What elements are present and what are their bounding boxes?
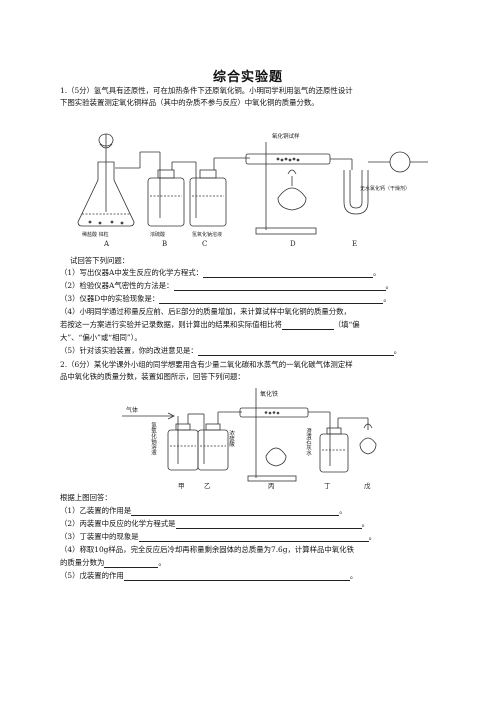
q2-question-5: （5）戊装置的作用 。: [60, 571, 357, 581]
label-B: B: [162, 240, 167, 248]
q1-answer-blank-4[interactable]: [281, 321, 334, 330]
q2-apparatus-diagram: 气体 氧化铁 氢氧化钠溶液 浓硫酸 澄清石灰水 甲 乙 丙 丁 戊: [122, 388, 377, 490]
q1-question-2: （2）检验仪器A气密性的方法是： 。: [60, 281, 393, 291]
q2-answer-blank-5[interactable]: [123, 572, 350, 581]
q1-question-1-text: （1）写出仪器A中发生反应的化学方程式：: [60, 268, 204, 277]
label-sample: 氧化铜试样: [272, 132, 300, 140]
label-A: A: [103, 240, 110, 248]
q1-question-5-text: （5）针对该实验装置，你的改进意见是：: [60, 346, 198, 355]
q1-apparatus-diagram: 氧化铜试样 稀盐酸 锌粒 浓硫酸 氢氧化钠溶液 无水氯化钙（干燥剂） A B C…: [77, 132, 428, 248]
q2-question-4-end: 。: [158, 558, 166, 567]
q1-question-5-end: 。: [393, 346, 402, 355]
q1-question-3: （3）仪器D中的实验现象是： 。: [60, 294, 391, 304]
q1-intro-line-1: 1.（5分）氢气具有还原性，可在加热条件下还原氧化铜。小明同学利用氢气的还原性设…: [60, 86, 353, 95]
q1-question-5: （5）针对该实验装置，你的改进意见是： 。: [60, 346, 401, 356]
q2-question-1: （1）乙装置的作用是 。: [60, 506, 347, 516]
q1-question-4-hint: （填“偏: [333, 320, 360, 329]
q2-question-1-text: （1）乙装置的作用是: [60, 506, 132, 515]
q1-answer-blank-3[interactable]: [159, 295, 384, 304]
q2-question-2-text: （2）丙装置中反应的化学方程式是: [60, 519, 176, 528]
label-E: E: [352, 240, 357, 248]
q1-answer-blank-1[interactable]: [203, 269, 374, 278]
label-yi: 乙: [204, 482, 211, 490]
q1-question-4-text: 若按这一方案进行实验并记录数据，则计算出的结果和实际值相比将: [60, 320, 282, 329]
label-limewater: 澄清石灰水: [305, 427, 312, 456]
q2-answer-blank-2[interactable]: [175, 520, 362, 529]
q2-intro-line-1: 2.（6分）某化学课外小组的同学想要用含有少量二氧化碳和水蒸气的一氧化碳气体测定…: [60, 360, 353, 369]
q2-question-5-end: 。: [349, 571, 358, 580]
label-conc-acid-2: 浓硫酸: [228, 429, 235, 448]
q2-answer-blank-3[interactable]: [138, 533, 369, 542]
label-gas: 气体: [126, 406, 138, 414]
q1-question-4-line-1: （4）小明同学通过称量反应前、后E部分的质量增加，来计算试样中氧化铜的质量分数，: [60, 307, 351, 316]
q2-question-4-line-1: （4）称取10g样品，完全反应后冷却再称量剩余固体的总质量为7.6g，计算样品中…: [60, 545, 354, 554]
q1-answer-blank-2[interactable]: [173, 282, 386, 291]
q2-question-2-end: 。: [361, 519, 369, 528]
label-fe2o3: 氧化铁: [260, 390, 278, 398]
q2-question-4-text: 的质量分数为: [60, 558, 105, 567]
page-title: 综合实验题: [212, 70, 283, 85]
label-jia: 甲: [178, 482, 185, 490]
q1-question-2-text: （2）检验仪器A气密性的方法是：: [60, 281, 174, 290]
label-C: C: [202, 240, 207, 248]
q1-prompt: 试回答下列问题：: [70, 256, 130, 265]
q1-answer-blank-5[interactable]: [197, 347, 394, 356]
label-ding: 丁: [324, 482, 331, 490]
q1-question-3-end: 。: [383, 294, 391, 303]
q1-question-3-text: （3）仪器D中的实验现象是：: [60, 294, 160, 303]
q2-question-3: （3）丁装置中的现象是 。: [60, 532, 376, 542]
q1-question-1-end: 。: [373, 268, 381, 277]
q2-question-4-line-2: 的质量分数为 。: [60, 558, 166, 568]
q2-question-3-end: 。: [368, 532, 377, 541]
label-conc-acid: 浓硫酸: [150, 231, 165, 238]
q2-question-3-text: （3）丁装置中的现象是: [60, 532, 139, 541]
label-naoh: 氢氧化钠溶液: [192, 231, 222, 238]
q1-question-2-end: 。: [385, 281, 393, 290]
label-wu: 戊: [364, 481, 371, 490]
q1-intro-line-2: 下图实验装置测定氧化铜样品（其中的杂质不参与反应）中氧化铜的质量分数。: [60, 98, 319, 107]
q1-question-4-line-3: 大”、“偏小”或“相同”）。: [60, 333, 142, 342]
label-bing: 丙: [268, 482, 275, 490]
q2-prompt: 根据上图回答：: [60, 493, 112, 502]
q2-question-2: （2）丙装置中反应的化学方程式是 。: [60, 519, 369, 529]
label-naoh-2: 氢氧化钠溶液: [150, 421, 157, 457]
q1-question-1: （1）写出仪器A中发生反应的化学方程式： 。: [60, 268, 380, 278]
label-zinc: 稀盐酸 锌粒: [82, 231, 109, 238]
label-D: D: [290, 240, 296, 248]
q2-intro-line-2: 品中氧化铁的质量分数，装置如图所示，回答下列问题：: [60, 372, 245, 381]
label-drying-agent: 无水氯化钙（干燥剂）: [360, 185, 410, 192]
q2-question-1-end: 。: [339, 506, 347, 515]
q1-question-4-line-2: 若按这一方案进行实验并记录数据，则计算出的结果和实际值相比将 （填“偏: [60, 320, 360, 330]
q2-answer-blank-1[interactable]: [131, 507, 340, 516]
q2-answer-blank-4[interactable]: [104, 559, 159, 568]
q2-question-5-text: （5）戊装置的作用: [60, 571, 124, 580]
